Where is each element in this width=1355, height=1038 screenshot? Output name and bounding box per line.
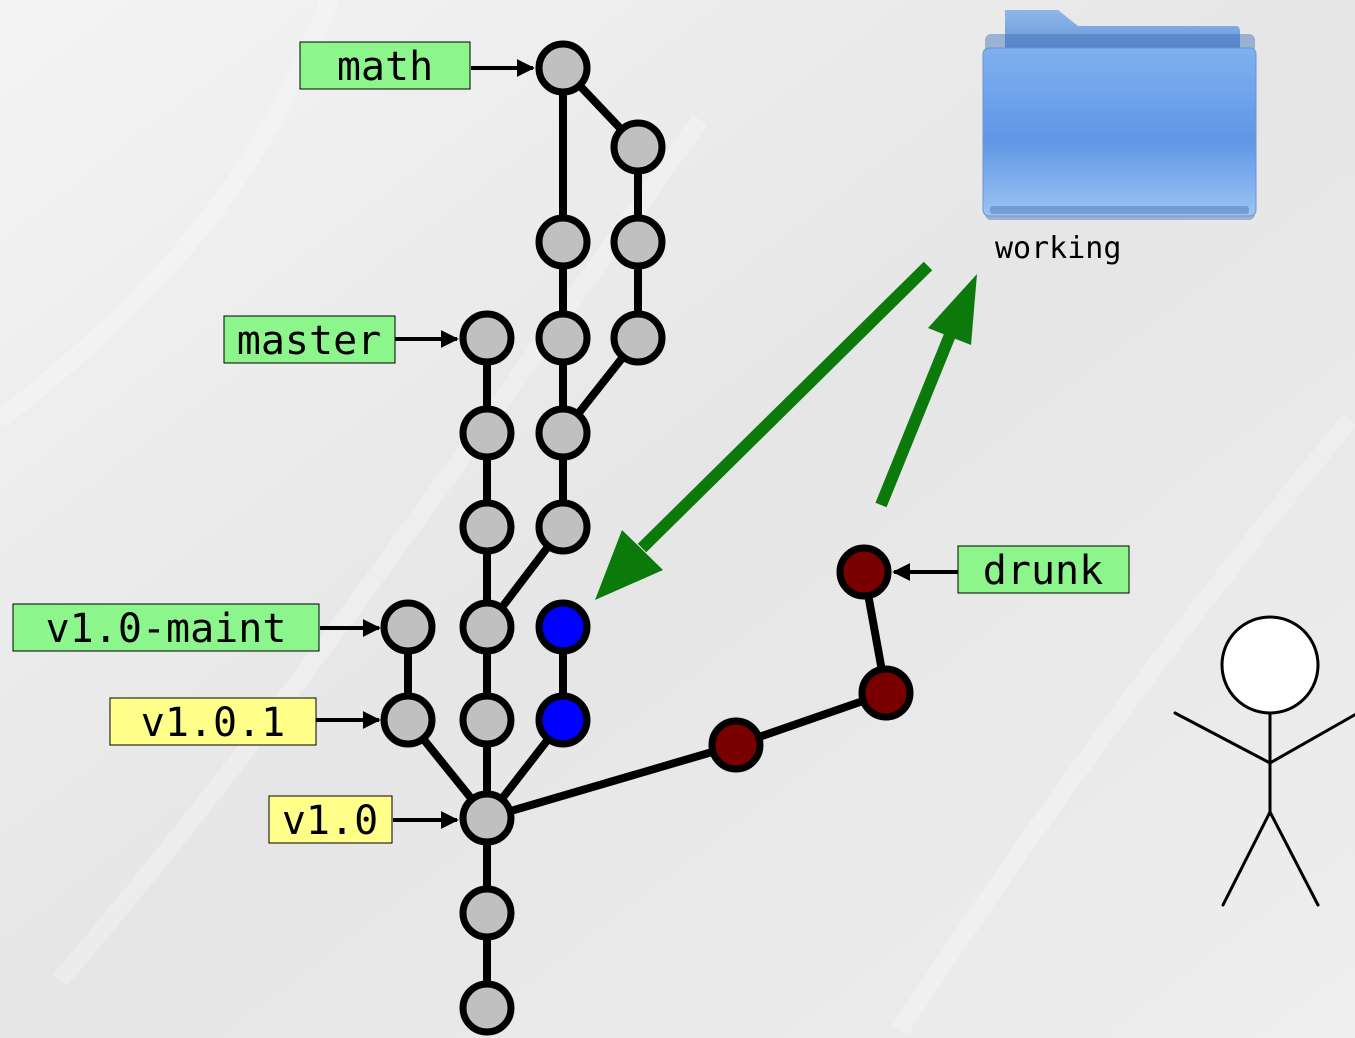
branch-label-v1.0-maint: v1.0-maint — [12, 603, 320, 652]
stick-figure-icon — [1173, 615, 1355, 907]
branch-label-text: v1.0-maint — [46, 606, 287, 652]
branch-label-math: math — [299, 41, 471, 90]
folder-icon — [982, 10, 1257, 220]
commit-node-red — [858, 665, 914, 721]
commit-node — [610, 119, 666, 175]
commit-node — [610, 214, 666, 270]
tag-label-v1.0.1: v1.0.1 — [109, 697, 317, 746]
commit-node — [459, 310, 515, 366]
branch-label-text: drunk — [983, 548, 1103, 594]
commit-node — [459, 499, 515, 555]
tag-label-text: v1.0 — [282, 798, 378, 844]
commit-node — [535, 405, 591, 461]
branch-label-text: math — [337, 44, 433, 90]
working-directory-label: working — [995, 231, 1121, 266]
branch-label-master: master — [223, 315, 396, 364]
tag-label-text: v1.0.1 — [141, 700, 286, 746]
commit-node — [459, 692, 515, 748]
commit-node — [610, 310, 666, 366]
ref-pointers — [316, 59, 958, 829]
commit-node-red — [708, 717, 764, 773]
commit-node — [459, 790, 515, 846]
commit-node — [459, 599, 515, 655]
commit-node — [535, 40, 591, 96]
commit-node — [380, 692, 436, 748]
commit-node — [535, 214, 591, 270]
commit-node — [535, 310, 591, 366]
commit-node — [459, 405, 515, 461]
commits — [380, 40, 914, 1036]
commit-node — [459, 885, 515, 941]
branch-label-text: master — [237, 318, 382, 364]
commit-node — [459, 980, 515, 1036]
commit-node-blue — [535, 599, 591, 655]
branch-label-drunk: drunk — [957, 545, 1130, 594]
commit-node — [535, 499, 591, 555]
checkout-arrow — [595, 261, 933, 600]
tag-label-v1.0: v1.0 — [268, 795, 393, 844]
commit-arrow — [875, 274, 977, 508]
commit-node-red — [836, 544, 892, 600]
commit-node-blue — [535, 692, 591, 748]
commit-node — [380, 599, 436, 655]
